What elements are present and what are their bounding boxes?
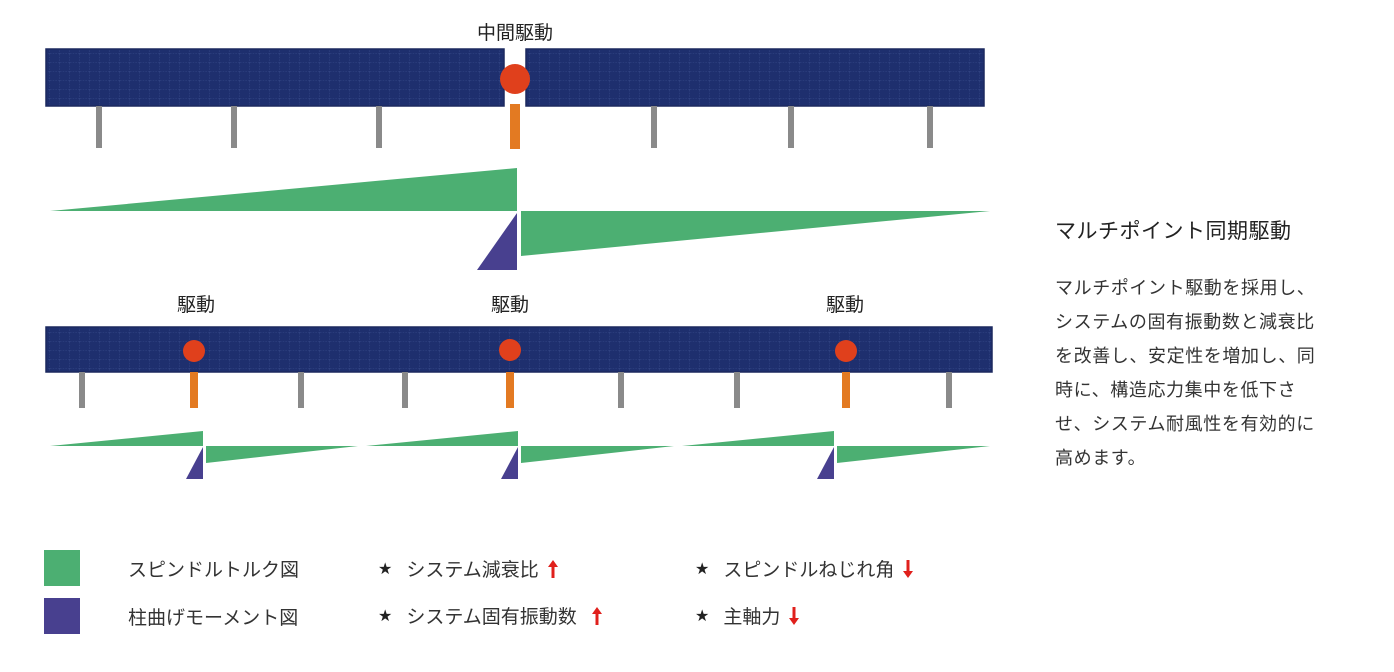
drive-post xyxy=(842,372,850,408)
torque-swatch xyxy=(44,550,80,586)
legend-torque: スピンドルトルク図 xyxy=(44,550,299,586)
up-arrow-icon xyxy=(591,606,602,625)
drive-motor-dot xyxy=(499,339,521,361)
top-torque-diagram xyxy=(50,168,990,270)
legend-frequency: ★ システム固有振動数 xyxy=(378,602,603,629)
star-icon: ★ xyxy=(378,606,393,625)
down-arrow-icon xyxy=(903,559,914,578)
legend-damping: ★ システム減衰比 xyxy=(378,555,559,582)
star-icon: ★ xyxy=(695,606,710,625)
top-tracker xyxy=(45,48,985,149)
drive-label: 駆動 xyxy=(176,294,216,316)
drive-label: 駆動 xyxy=(490,294,530,316)
torque-triangle-right xyxy=(521,211,990,256)
legend-moment-label: 柱曲げモーメント図 xyxy=(128,606,299,629)
moment-triangle xyxy=(817,447,834,479)
side-description: マルチポイント駆動を採用し、システムの固有振動数と減衰比を改善し、安定性を増加し… xyxy=(1055,278,1316,469)
legend-twist: ★ スピンドルねじれ角 xyxy=(695,555,914,582)
post xyxy=(298,372,304,408)
post xyxy=(231,106,237,148)
moment-swatch xyxy=(44,598,80,634)
star-icon: ★ xyxy=(378,559,393,578)
torque-triangle-left xyxy=(50,168,517,211)
bottom-tracker xyxy=(45,326,993,408)
down-arrow-icon xyxy=(789,606,800,625)
post xyxy=(651,106,657,148)
drive-motor-dot xyxy=(835,340,857,362)
solar-panel-left xyxy=(45,48,505,107)
legend-twist-label: スピンドルねじれ角 xyxy=(723,559,895,581)
post xyxy=(927,106,933,148)
legend-frequency-label: システム固有振動数 xyxy=(406,606,577,628)
star-icon: ★ xyxy=(695,559,710,578)
post xyxy=(79,372,85,408)
torque-triangle xyxy=(837,446,990,463)
torque-triangle xyxy=(50,431,203,446)
solar-panel-right xyxy=(525,48,985,107)
post xyxy=(376,106,382,148)
torque-triangle xyxy=(206,446,358,463)
middle-drive-label: 中間駆動 xyxy=(476,22,554,44)
post xyxy=(946,372,952,408)
legend-axial: ★ 主軸力 xyxy=(695,602,800,629)
moment-triangle xyxy=(477,213,517,270)
legend-axial-label: 主軸力 xyxy=(723,606,781,628)
legend-damping-label: システム減衰比 xyxy=(406,559,539,581)
post xyxy=(734,372,740,408)
up-arrow-icon xyxy=(547,559,558,578)
legend-torque-label: スピンドルトルク図 xyxy=(128,558,300,581)
drive-post xyxy=(190,372,198,408)
legend-moment: 柱曲げモーメント図 xyxy=(44,598,298,634)
drive-motor-dot xyxy=(183,340,205,362)
drive-post xyxy=(510,104,520,149)
bottom-torque-diagram xyxy=(50,431,990,479)
post xyxy=(402,372,408,408)
torque-triangle xyxy=(682,431,834,446)
post xyxy=(788,106,794,148)
torque-triangle xyxy=(366,431,518,446)
moment-triangle xyxy=(501,447,518,479)
drive-motor-dot xyxy=(500,64,530,94)
drive-label: 駆動 xyxy=(825,294,865,316)
drive-post xyxy=(506,372,514,408)
torque-triangle xyxy=(521,446,674,463)
moment-triangle xyxy=(186,447,203,479)
side-title: マルチポイント同期駆動 xyxy=(1055,219,1292,243)
post xyxy=(96,106,102,148)
post xyxy=(618,372,624,408)
